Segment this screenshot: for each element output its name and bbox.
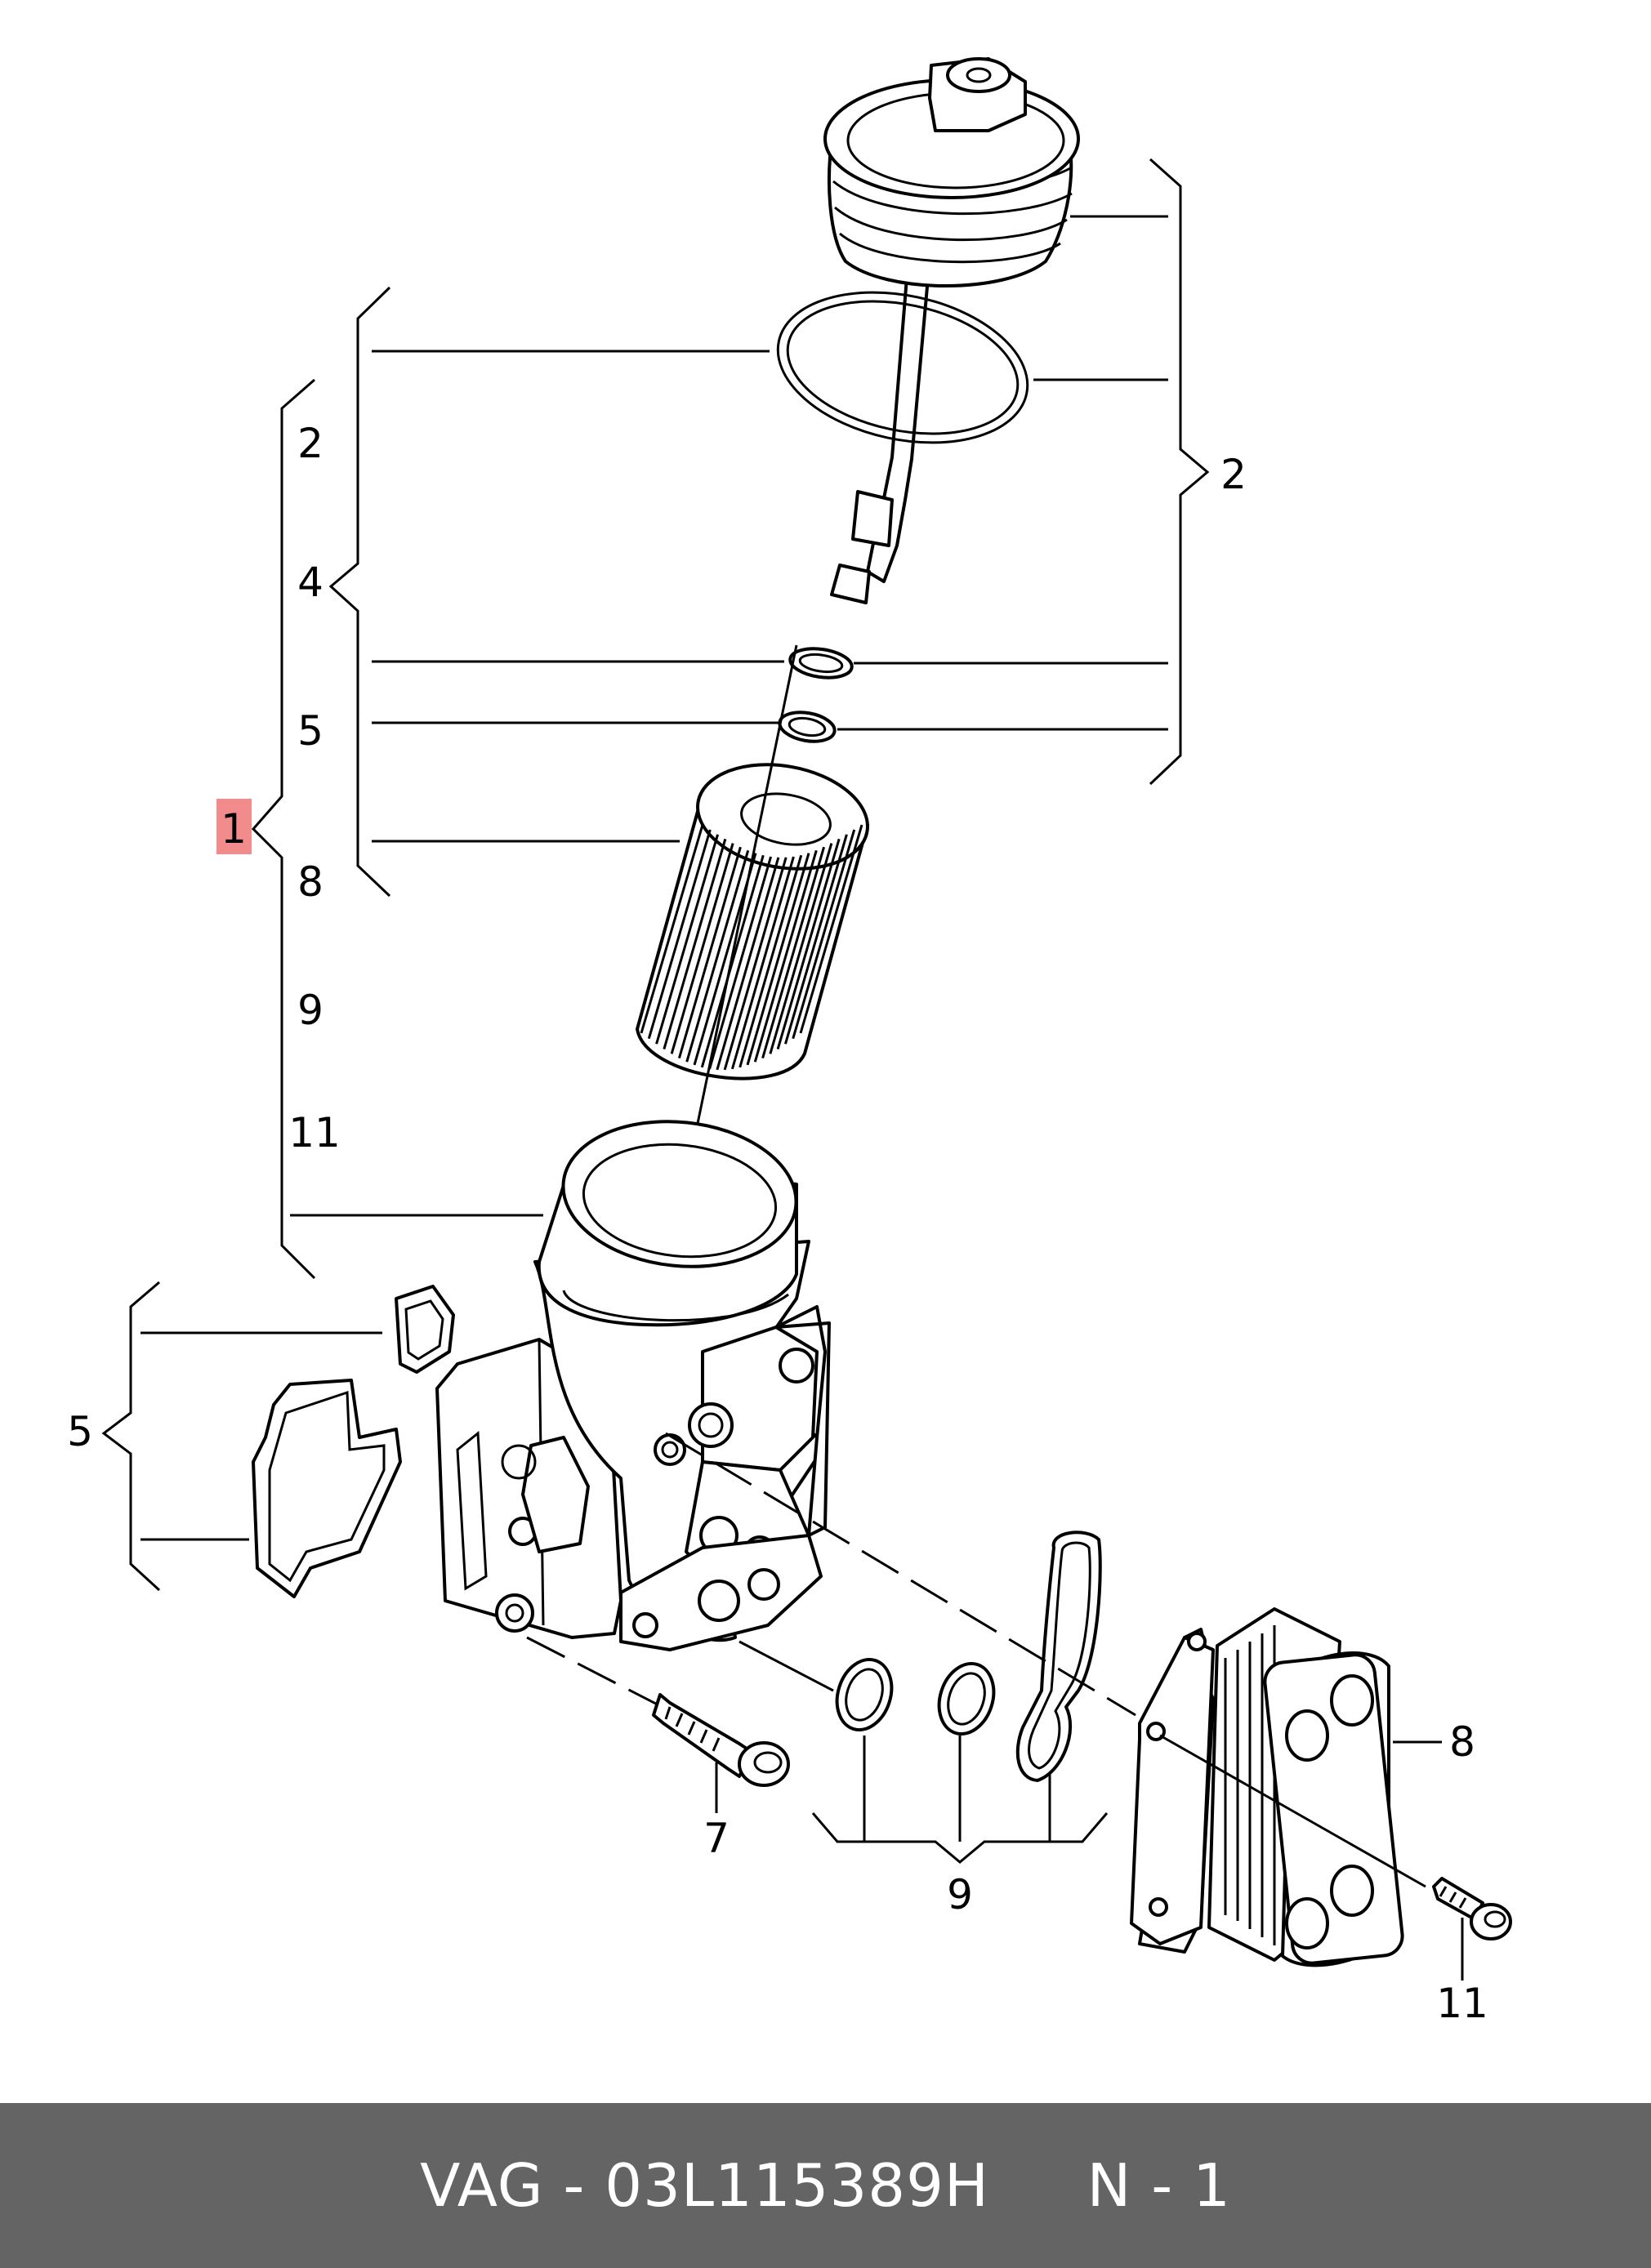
callout-list-2: 2 [297, 420, 324, 467]
filter-element-icon [636, 763, 869, 1081]
callout-list-4: 4 [297, 559, 324, 606]
callout-5[interactable]: 5 [67, 1408, 93, 1455]
bolt-guide [526, 1636, 679, 1717]
filter-pleat [708, 856, 773, 1070]
screw-guide [1159, 1734, 1426, 1888]
o-ring-icon [776, 291, 1029, 444]
filter-pleat [670, 843, 734, 1054]
filter-pleat [753, 849, 818, 1063]
filter-pleat [640, 824, 704, 1034]
gasket-icon [252, 1285, 455, 1598]
filter-housing-icon [435, 1120, 831, 1651]
callout-11[interactable]: 11 [1436, 1980, 1488, 2027]
callout-8[interactable]: 8 [1449, 1718, 1475, 1766]
callout-2[interactable]: 2 [1220, 451, 1247, 498]
small-seals [778, 647, 854, 743]
cooler-guide [665, 1432, 1136, 1717]
filter-pleat [700, 854, 765, 1068]
filter-pleat [723, 857, 788, 1071]
cap-group-bracket [837, 158, 1210, 786]
filter-pleat [792, 829, 856, 1040]
filter-pleat [761, 846, 826, 1059]
filter-pleat [685, 849, 750, 1063]
bolt-icon [652, 1693, 790, 1813]
filter-pleat [663, 838, 727, 1049]
callout-list-9: 9 [297, 987, 324, 1034]
oil-cooler-icon [1130, 1607, 1442, 1967]
filter-pleat [655, 834, 720, 1045]
filter-pleat [776, 838, 841, 1049]
filter-pleat [677, 846, 742, 1059]
screw-icon [1432, 1877, 1512, 1981]
main-bracket [251, 378, 543, 1280]
filter-pleat [730, 856, 795, 1070]
callout-7[interactable]: 7 [703, 1815, 730, 1862]
filter-pleat [716, 857, 780, 1071]
filter-pleat [799, 824, 863, 1034]
o-ring-icon [835, 1531, 1102, 1782]
callout-1[interactable]: 1 [221, 805, 247, 853]
filter-pleat [769, 843, 833, 1054]
filter-pleat [783, 834, 848, 1045]
exploded-parts-diagram: 1 2 4 5 8 9 11 2 [67, 57, 1512, 2027]
gasket-bracket [101, 1281, 382, 1592]
highlight-box [216, 799, 252, 854]
part-number-text: VAG - 03L115389H N - 1 [420, 2151, 1231, 2220]
filter-cap-icon [823, 57, 1080, 604]
filter-pleat [746, 853, 810, 1066]
callout-list-8: 8 [297, 858, 324, 906]
part-number-footer: VAG - 03L115389H N - 1 [0, 2103, 1651, 2268]
callout-list-5: 5 [297, 707, 324, 755]
filter-pleat [647, 829, 712, 1040]
callout-list-11: 11 [288, 1109, 341, 1156]
filter-pleat [738, 854, 803, 1068]
callout-9[interactable]: 9 [947, 1871, 973, 1918]
sub-bracket [328, 286, 784, 898]
